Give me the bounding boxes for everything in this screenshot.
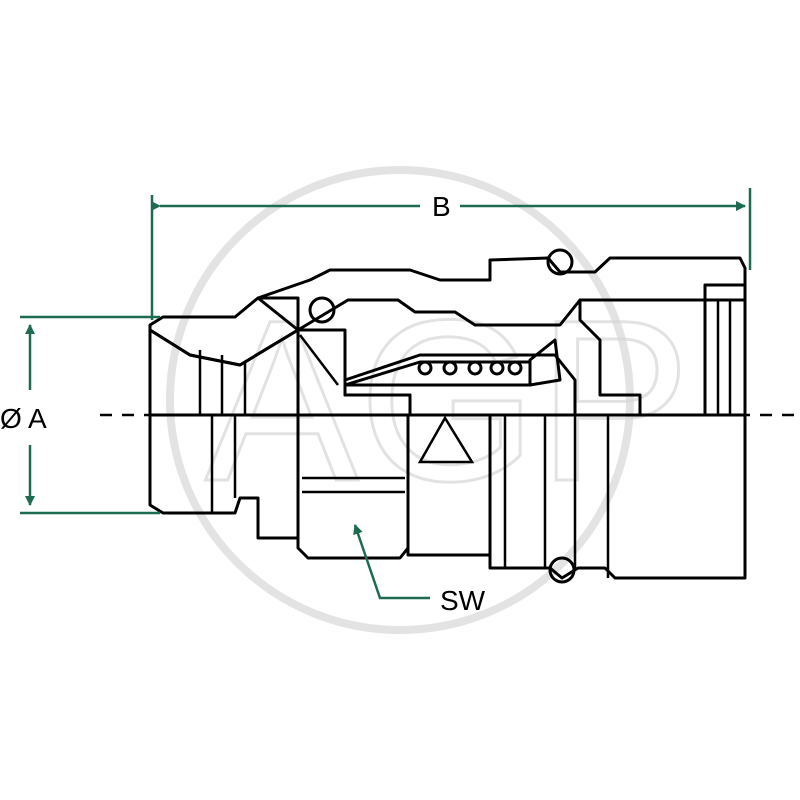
watermark: AGP — [166, 166, 692, 634]
sleeve-body — [488, 413, 747, 580]
dimension-a: Ø A — [0, 315, 160, 515]
sleeve-end-ring — [703, 283, 747, 417]
watermark-text: AGP — [205, 272, 691, 529]
locking-ball-upper — [546, 248, 574, 276]
locking-ball-left — [308, 296, 336, 324]
dimension-b: B — [150, 188, 752, 320]
dimension-b-label: B — [432, 191, 451, 222]
dimension-sw-label: SW — [440, 585, 486, 616]
dimension-a-label: Ø A — [0, 403, 47, 434]
dimension-sw: SW — [353, 524, 486, 616]
locking-ball-lower — [548, 556, 576, 584]
spring-chamber — [343, 353, 577, 417]
coupler-body-section — [256, 256, 747, 332]
